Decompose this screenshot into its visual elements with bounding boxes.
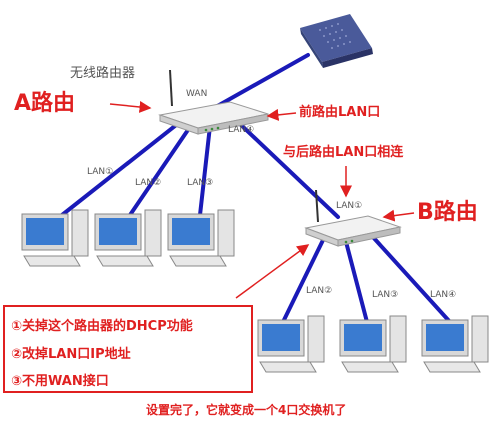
lan2-b-label: LAN② — [306, 286, 333, 296]
cable-a-to-pc3 — [198, 124, 212, 217]
computer-2-icon — [94, 209, 162, 267]
lan3-a-label: LAN③ — [187, 178, 214, 188]
lan1-a-label: LAN① — [87, 167, 114, 177]
cable-a-to-router-b — [238, 122, 340, 219]
computer-4-icon — [257, 315, 325, 373]
cable-b-to-pc5 — [343, 236, 369, 324]
computer-1-icon — [21, 209, 89, 267]
router-b-label: B路由 — [417, 200, 478, 225]
cable-b-to-pc6 — [370, 234, 452, 324]
connect-back-label: 与后路由LAN口相连 — [283, 145, 404, 160]
lan2-a-label: LAN② — [135, 178, 162, 188]
front-lan-label: 前路由LAN口 — [299, 105, 381, 120]
note-2: ②改掉LAN口IP地址 — [11, 347, 131, 362]
computer-5-icon — [339, 315, 407, 373]
cable-a-to-pc2 — [128, 122, 194, 217]
arrow-router-a — [109, 100, 152, 113]
notes-box: ①关掉这个路由器的DHCP功能 ②改掉LAN口IP地址 ③不用WAN接口 — [3, 305, 253, 393]
modem-icon — [300, 14, 373, 68]
lan3-b-label: LAN③ — [372, 290, 399, 300]
arrow-front-lan — [266, 108, 297, 121]
cable-b-to-pc4 — [281, 234, 327, 324]
wireless-router-label: 无线路由器 — [70, 66, 136, 81]
arrow-notes-to-router-b — [235, 244, 310, 299]
arrow-router-b — [382, 209, 415, 222]
footer-caption: 设置完了，它就变成一个4口交换机了 — [146, 403, 347, 417]
note-3: ③不用WAN接口 — [11, 374, 109, 389]
lan4-a-label: LAN④ — [228, 125, 255, 135]
computer-3-icon — [167, 209, 235, 267]
computer-6-icon — [421, 315, 489, 373]
lan4-b-label: LAN④ — [430, 290, 457, 300]
router-a-label: A路由 — [14, 91, 76, 116]
note-1: ①关掉这个路由器的DHCP功能 — [11, 319, 193, 334]
cable-a-to-pc1 — [60, 120, 182, 217]
lan1-b-label: LAN① — [336, 201, 363, 211]
router-b-icon — [304, 189, 402, 247]
wan-port-label: WAN — [186, 89, 208, 99]
